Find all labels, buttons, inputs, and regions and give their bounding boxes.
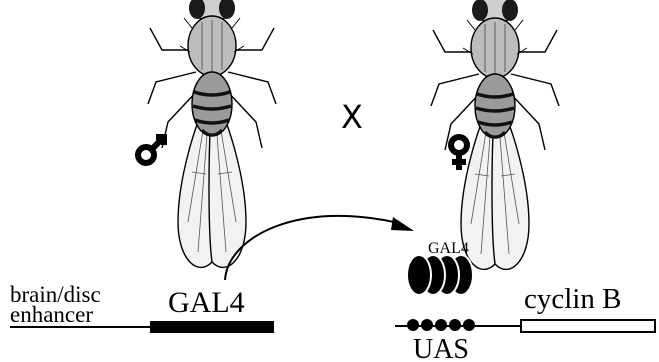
uas-sites xyxy=(407,319,475,331)
responder-construct: GAL4 UAS cyclin B xyxy=(395,240,656,362)
uas-label: UAS xyxy=(413,334,469,362)
uas-site xyxy=(421,319,433,331)
gal4-protein-group xyxy=(407,255,473,295)
uas-site xyxy=(463,319,475,331)
gal4-gene-box xyxy=(150,321,274,333)
uas-site xyxy=(449,319,461,331)
male-symbol: ♂ xyxy=(146,159,147,161)
male-fly-icon xyxy=(148,0,276,267)
cyclin-b-gene-box xyxy=(521,320,655,332)
uas-site xyxy=(435,319,447,331)
cross-sign: X xyxy=(341,98,363,136)
female-fly-icon xyxy=(431,0,559,269)
gal4-gene-label: GAL4 xyxy=(168,286,245,319)
enhancer-label-line2: enhancer xyxy=(10,302,93,327)
female-symbol-icon xyxy=(451,137,467,170)
gal4-protein xyxy=(407,255,431,295)
male-symbol-icon xyxy=(138,137,164,163)
driver-construct: brain/disc enhancer GAL4 xyxy=(10,282,274,333)
activation-arrow xyxy=(225,216,414,280)
cyclin-b-label: cyclin B xyxy=(524,283,621,315)
uas-site xyxy=(407,319,419,331)
